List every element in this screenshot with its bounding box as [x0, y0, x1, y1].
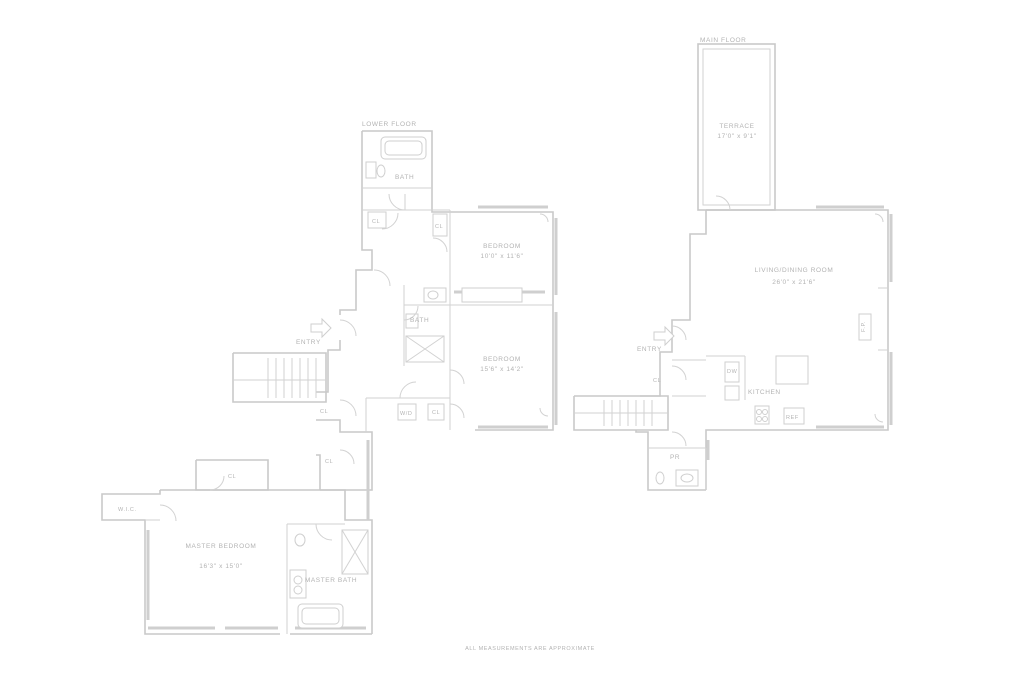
refrigerator-label: REF: [786, 415, 799, 421]
closet-label-5: CL: [325, 459, 333, 465]
bedroom-1-dims: 10'0" x 11'6": [481, 253, 524, 260]
living-room-dims: 26'0" x 21'6": [772, 279, 816, 286]
closet-label-6: CL: [228, 474, 236, 480]
dishwasher-label: DW: [727, 369, 738, 375]
lower-floor-title: LOWER FLOOR: [362, 121, 417, 128]
closet-label-4: CL: [432, 410, 440, 416]
master-bath-name: MASTER BATH: [305, 577, 357, 584]
fixture-labels: ENTRY ENTRY CL CL CL CL CL CL CL W.I.C. …: [118, 219, 867, 513]
floor-labels: LOWER FLOOR MAIN FLOOR: [362, 37, 746, 128]
main-floor-plan: [573, 43, 893, 491]
measurement-disclaimer: ALL MEASUREMENTS ARE APPROXIMATE: [465, 646, 595, 652]
entry-main-label: ENTRY: [637, 346, 662, 353]
master-bedroom-dims: 16'3" x 15'0": [199, 563, 243, 570]
bedroom-2-name: BEDROOM: [483, 356, 521, 363]
master-bedroom-name: MASTER BEDROOM: [186, 543, 257, 550]
main-floor-title: MAIN FLOOR: [700, 37, 746, 44]
closet-label-1: CL: [372, 219, 380, 225]
bath-mid-label: BATH: [410, 317, 429, 324]
terrace-dims: 17'0" x 9'1": [717, 133, 756, 140]
closet-label-3: CL: [320, 409, 328, 415]
walk-in-closet-label: W.I.C.: [118, 507, 137, 513]
terrace-name: TERRACE: [719, 123, 754, 130]
living-room-name: LIVING/DINING ROOM: [755, 267, 834, 274]
fireplace-label: F.P.: [861, 321, 867, 332]
bedroom-1-name: BEDROOM: [483, 243, 521, 250]
lower-floor-plan: [101, 130, 558, 635]
bedroom-2-dims: 15'6" x 14'2": [480, 366, 524, 373]
kitchen-label: KITCHEN: [748, 389, 781, 396]
room-labels: BATH BEDROOM 10'0" x 11'6" BATH BEDROOM …: [186, 123, 834, 584]
entry-lower-label: ENTRY: [296, 339, 321, 346]
washer-dryer-label: W/D: [400, 411, 413, 417]
closet-label-7: CL: [653, 378, 661, 384]
closet-label-2: CL: [435, 224, 443, 230]
powder-room-label: PR: [670, 454, 680, 461]
bath-upper-label: BATH: [395, 174, 414, 181]
